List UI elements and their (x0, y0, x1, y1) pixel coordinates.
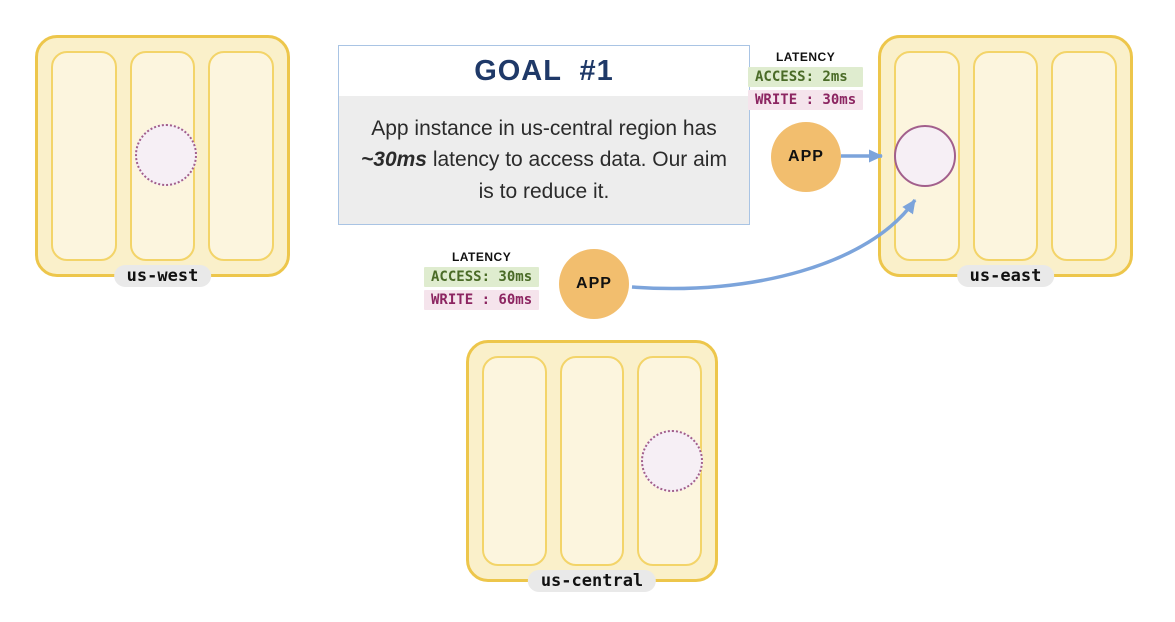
data-replica-dotted-us-central (641, 430, 703, 492)
latency-block-central: LATENCY ACCESS: 30ms WRITE : 60ms (424, 250, 540, 313)
goal-title: GOAL #1 (474, 54, 614, 87)
region-label-us-west: us-west (113, 265, 212, 287)
app-label: APP (576, 275, 612, 292)
latency-title: LATENCY (451, 250, 512, 264)
region-label-us-east: us-east (956, 265, 1055, 287)
latency-title: LATENCY (775, 50, 836, 64)
arrow-app-central-to-data (631, 199, 917, 291)
zone-column (1051, 51, 1118, 261)
latency-write-value: WRITE : 60ms (424, 290, 540, 310)
goal-callout: GOAL #1 App instance in us-central regio… (338, 45, 750, 225)
latency-access-value: ACCESS: 30ms (424, 267, 540, 287)
zone-column (208, 51, 275, 261)
latency-access-value: ACCESS: 2ms (748, 67, 864, 87)
latency-block-east: LATENCY ACCESS: 2ms WRITE : 30ms (748, 50, 864, 113)
data-primary-us-east (894, 125, 956, 187)
data-replica-dotted-us-west (135, 124, 197, 186)
latency-write-value: WRITE : 30ms (748, 90, 864, 110)
goal-body-text: App instance in us-central region has ~3… (361, 116, 727, 203)
app-label: APP (788, 148, 824, 165)
region-label-us-central: us-central (527, 570, 657, 592)
app-instance-central: APP (559, 249, 629, 319)
zone-column (559, 356, 625, 566)
goal-header: GOAL #1 (339, 46, 749, 96)
zone-column (51, 51, 117, 261)
zone-column (972, 51, 1039, 261)
goal-body: App instance in us-central region has ~3… (339, 96, 749, 224)
region-us-central: us-central (466, 340, 718, 592)
zone-column (482, 356, 547, 566)
region-us-east: us-east (878, 35, 1133, 287)
app-instance-east: APP (771, 122, 841, 192)
